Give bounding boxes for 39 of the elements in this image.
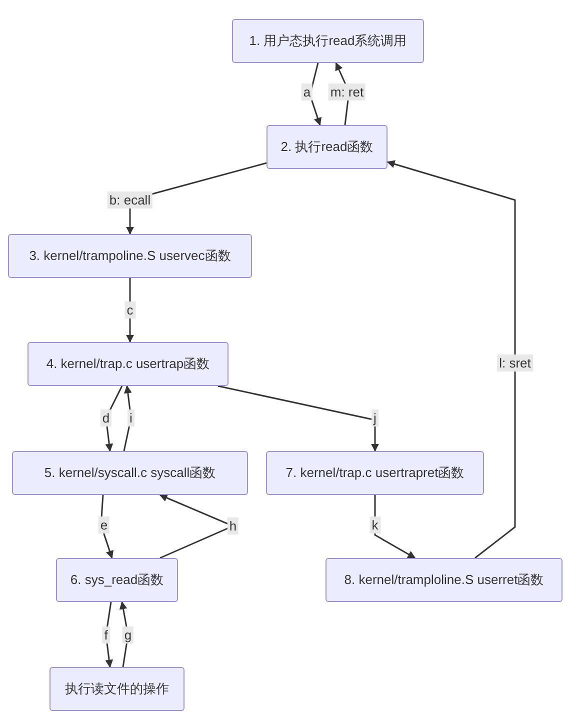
node-label: 4. kernel/trap.c usertrap函数: [46, 356, 210, 371]
arrow: [100, 494, 114, 559]
process-box: [266, 125, 388, 169]
edge-label: d: [100, 410, 112, 426]
process-box: [232, 19, 424, 63]
process-box: [326, 558, 562, 602]
node-label: 5. kernel/syscall.c syscall函数: [44, 465, 216, 480]
node-label: 6. sys_read函数: [70, 572, 164, 587]
edge-label: i: [128, 410, 134, 426]
edge-label: f: [102, 626, 110, 644]
node-label: 2. 执行read函数: [280, 139, 374, 154]
node-label: 执行读文件的操作: [65, 681, 169, 696]
process-box: [56, 558, 178, 602]
node-label: 8. kernel/tramploline.S userret函数: [344, 572, 544, 587]
arrow: [218, 385, 379, 452]
edge-label: e: [98, 516, 110, 534]
process-box: [50, 667, 184, 711]
edge-label: m: ret: [328, 84, 366, 100]
node-label: 1. 用户态执行read系统调用: [249, 33, 407, 48]
process-box: [12, 451, 248, 495]
node-label: 7. kernel/trap.c usertrapret函数: [286, 465, 464, 480]
edge-label: a: [301, 84, 313, 100]
edge-label: h: [227, 518, 239, 534]
edge-label: g: [122, 626, 134, 644]
edge-label: b: ecall: [107, 192, 153, 208]
arrow: [119, 601, 129, 668]
process-box: [8, 234, 252, 278]
edge-label: l: sret: [497, 354, 533, 372]
edge-label: k: [370, 516, 380, 534]
node-label: 3. kernel/trampoline.S uservec函数: [29, 248, 231, 263]
arrow: [126, 278, 134, 343]
arrow: [309, 62, 322, 126]
process-box: [28, 342, 228, 386]
edge-label: j: [372, 410, 378, 426]
arrow: [105, 386, 123, 452]
process-box: [266, 451, 484, 495]
arrow: [374, 495, 416, 559]
arrow: [386, 160, 516, 559]
edge-label: c: [124, 302, 136, 318]
